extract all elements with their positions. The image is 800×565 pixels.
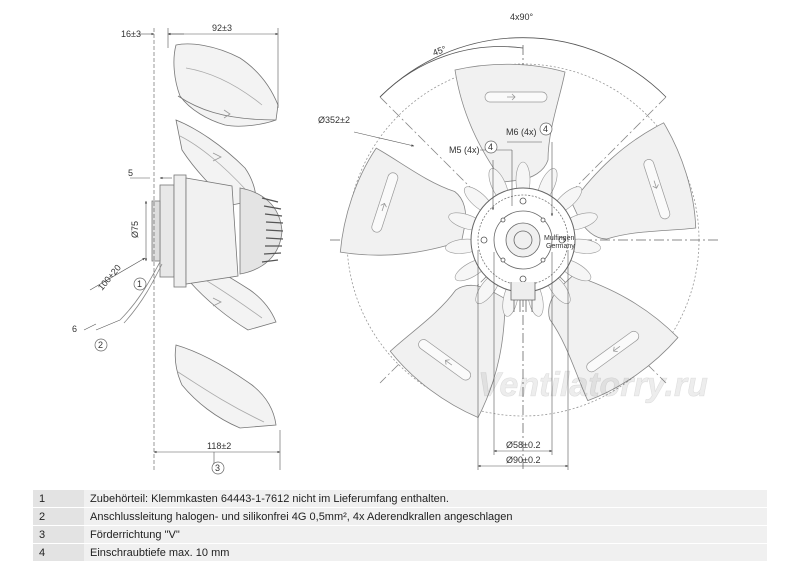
dim-92: 92±3 <box>212 23 232 33</box>
dim-100: 100+20 <box>96 263 123 293</box>
notes-table: 1 Zubehörteil: Klemmkasten 64443-1-7612 … <box>33 489 767 561</box>
callout-3: 3 <box>211 461 225 475</box>
svg-text:4: 4 <box>488 142 493 152</box>
dim-90: Ø90±0.2 <box>506 455 540 465</box>
watermark: Ventilatorry.ru <box>478 366 708 404</box>
dim-118: 118±2 <box>207 441 231 451</box>
note-text: Förderrichtung "V" <box>84 525 767 544</box>
front-view-dimensions <box>353 131 569 470</box>
dim-5: 5 <box>128 168 133 178</box>
svg-text:1: 1 <box>137 279 142 289</box>
table-row: 2 Anschlussleitung halogen- und silikonf… <box>33 507 767 526</box>
note-number: 1 <box>33 489 84 508</box>
table-row: 4 Einschraubtiefe max. 10 mm <box>33 543 767 561</box>
callout-4-m6: 4 <box>539 122 553 136</box>
dim-58: Ø58±0.2 <box>506 440 540 450</box>
note-text: Einschraubtiefe max. 10 mm <box>84 543 767 561</box>
hub-country-text: Germany <box>546 243 575 250</box>
thread-m6: M6 (4x) <box>506 127 537 137</box>
svg-text:2: 2 <box>98 340 103 350</box>
dim-75: Ø75 <box>130 221 140 238</box>
note-text: Anschlussleitung halogen- und silikonfre… <box>84 507 767 526</box>
note-number: 3 <box>33 525 84 544</box>
callout-1: 1 <box>133 277 147 291</box>
callout-4-m5: 4 <box>484 140 498 154</box>
note-text: Zubehörteil: Klemmkasten 64443-1-7612 ni… <box>84 489 767 508</box>
note-number: 2 <box>33 507 84 526</box>
dim-6: 6 <box>72 324 77 334</box>
callout-2: 2 <box>94 338 108 352</box>
side-view-dimensions <box>83 28 281 470</box>
thread-m5: M5 (4x) <box>449 145 480 155</box>
side-view <box>119 43 284 429</box>
dim-45: 45° <box>431 44 448 58</box>
hub-brand-text: Mulfingen <box>544 235 574 242</box>
table-row: 3 Förderrichtung "V" <box>33 525 767 544</box>
dim-16: 16±3 <box>121 29 141 39</box>
front-view <box>330 37 720 470</box>
note-number: 4 <box>33 543 84 561</box>
table-row: 1 Zubehörteil: Klemmkasten 64443-1-7612 … <box>33 489 767 508</box>
dim-4x90: 4x90° <box>510 12 534 22</box>
fan-technical-drawing: 16±3 92±3 5 Ø75 100+20 6 118±2 1 2 3 <box>72 12 720 475</box>
dim-352: Ø352±2 <box>318 115 350 125</box>
svg-text:4: 4 <box>543 124 548 134</box>
svg-text:3: 3 <box>215 463 220 473</box>
